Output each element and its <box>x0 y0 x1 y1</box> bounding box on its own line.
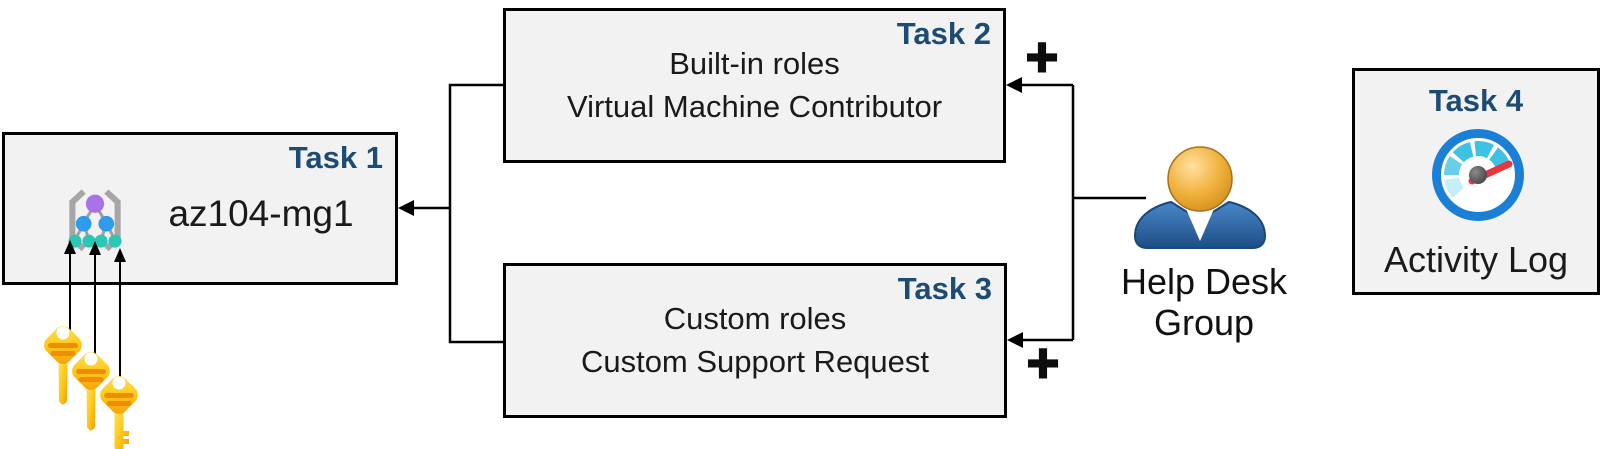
mg-leaf-node <box>68 234 82 248</box>
actor-name-line2: Group <box>1153 302 1255 343</box>
task3-role-name: Custom Support Request <box>580 344 930 379</box>
plus-icon-task3: + <box>1026 331 1061 394</box>
left-bracket-connector <box>412 83 503 344</box>
management-group-name: az104-mg1 <box>168 193 354 234</box>
mg-child-node <box>98 215 115 232</box>
task2-text: Built-in roles Virtual Machine Contribut… <box>506 42 1003 128</box>
arrowhead-to-task1 <box>398 200 414 216</box>
task3-text: Custom roles Custom Support Request <box>506 297 1004 383</box>
mg-leaf-node <box>94 234 108 248</box>
task3-label: Task 3 <box>897 271 992 306</box>
plus-icon-task2: + <box>1025 25 1060 88</box>
key-icon <box>100 376 138 449</box>
mg-child-node <box>75 215 92 232</box>
activity-log-gauge-icon <box>1432 129 1524 221</box>
task1-label: Task 1 <box>288 140 383 175</box>
gauge-hub <box>1469 166 1487 184</box>
mg-leaf-node <box>108 234 122 248</box>
task3-box: Task 3 Custom roles Custom Support Reque… <box>503 263 1007 418</box>
task2-role-type: Built-in roles <box>669 46 840 81</box>
task2-box: Task 2 Built-in roles Virtual Machine Co… <box>503 8 1006 163</box>
person-collar <box>1183 202 1217 241</box>
task2-label: Task 2 <box>896 16 991 51</box>
key-icon <box>44 326 82 405</box>
key-icon <box>72 352 110 431</box>
task4-label: Task 4 <box>1428 83 1524 118</box>
task2-role-name: Virtual Machine Contributor <box>566 89 943 124</box>
person-icon <box>1133 146 1267 249</box>
mg-leaf-node <box>82 234 96 248</box>
actor-caption: Help Desk Group <box>1104 261 1304 343</box>
activity-log-title: Activity Log <box>1383 239 1569 280</box>
keys-group-icon <box>44 326 138 449</box>
mg-root-node <box>85 194 105 213</box>
management-group-icon <box>68 189 122 252</box>
task3-role-type: Custom roles <box>663 301 847 336</box>
person-head <box>1167 146 1233 212</box>
actor-name-line1: Help Desk <box>1120 261 1288 302</box>
task4-box: Task 4 Activity Log <box>1352 68 1600 295</box>
task1-box: Task 1 az104-mg1 <box>2 132 398 285</box>
